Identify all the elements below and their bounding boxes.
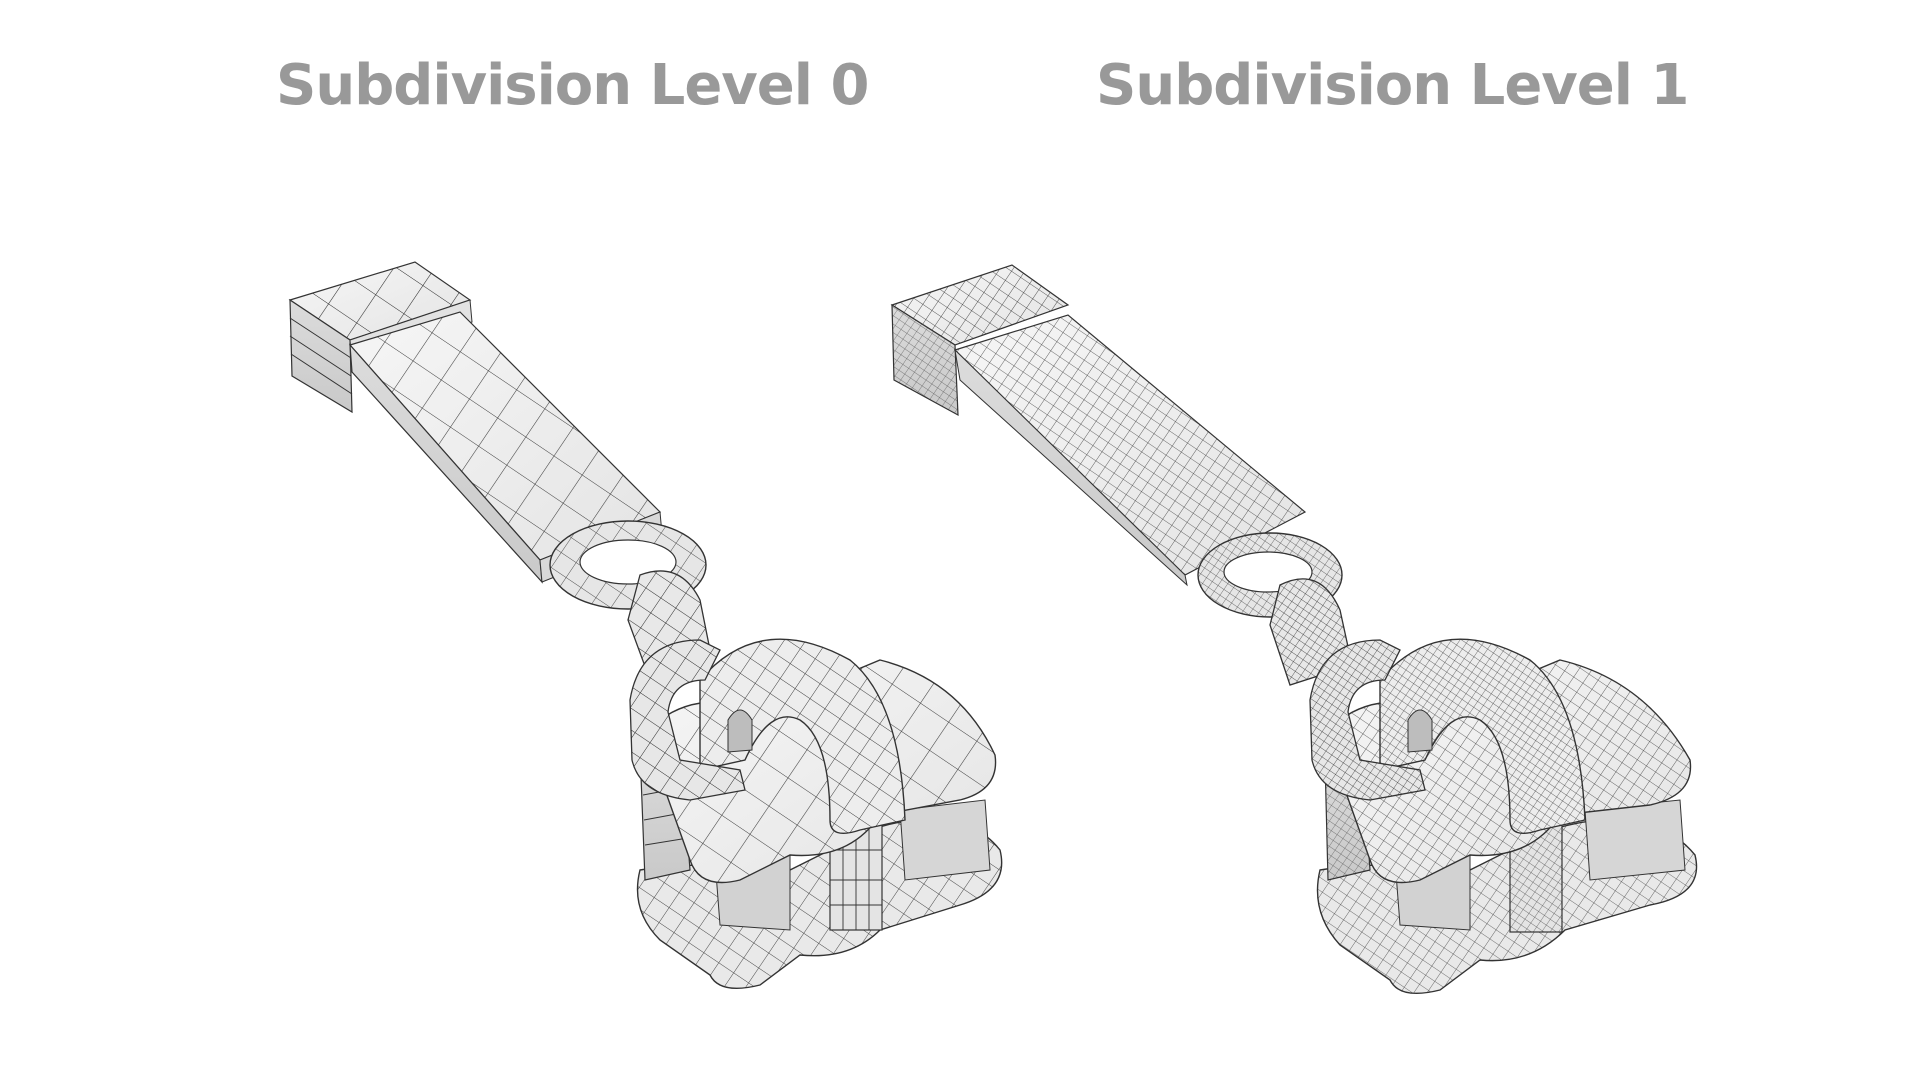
strap-end-cap bbox=[890, 264, 1070, 417]
slider-body bbox=[629, 638, 1003, 989]
zipper-model-level-1 bbox=[890, 264, 1698, 994]
strap-end-cap bbox=[288, 261, 473, 414]
slider-body bbox=[1309, 638, 1698, 994]
zipper-model-level-0 bbox=[288, 261, 1003, 989]
panel-title-level-0: Subdivision Level 0 bbox=[276, 53, 869, 118]
strap bbox=[953, 314, 1307, 587]
